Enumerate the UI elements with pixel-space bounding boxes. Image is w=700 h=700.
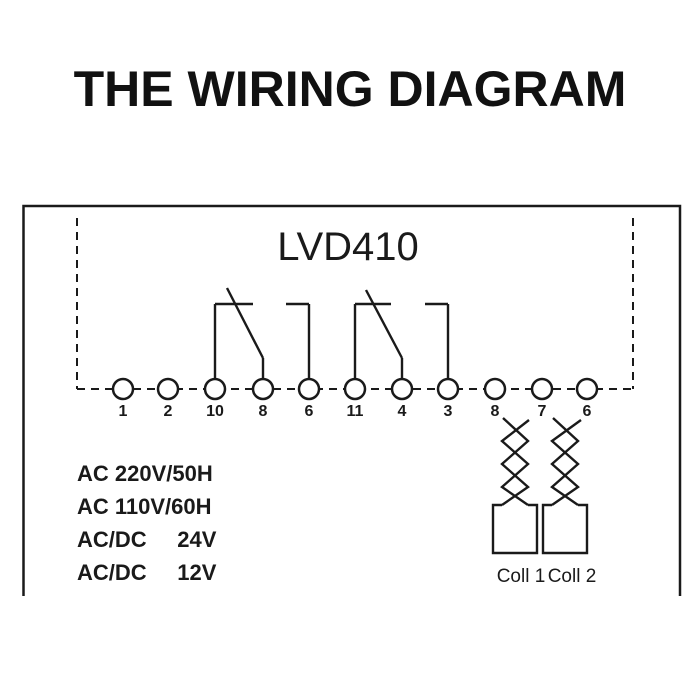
terminal-label: 2 bbox=[164, 403, 173, 420]
terminal-circle-11 bbox=[343, 377, 367, 401]
terminal-circle-1 bbox=[111, 377, 135, 401]
terminal-circle-10 bbox=[203, 377, 227, 401]
coil2-box bbox=[541, 503, 589, 555]
coil1-winding-a bbox=[500, 417, 530, 506]
terminal-circle-coil-7 bbox=[530, 377, 554, 401]
coil-2-symbol bbox=[541, 417, 589, 555]
terminal-circle-coil-8 bbox=[483, 377, 507, 401]
power-option-24v: AC/DC 24V bbox=[77, 527, 217, 552]
relay-contact-1 bbox=[213, 287, 311, 379]
terminal-circle-coil-6 bbox=[575, 377, 599, 401]
coil1-box bbox=[491, 503, 539, 555]
terminal-label: 8 bbox=[491, 403, 500, 420]
terminal-circle-3 bbox=[436, 377, 460, 401]
power-options-list: AC 220V/50H AC 110V/60H AC/DC 24V AC/DC … bbox=[77, 461, 217, 585]
terminal-circle-2 bbox=[156, 377, 180, 401]
terminal-label: 8 bbox=[259, 403, 268, 420]
power-option-220v: AC 220V/50H bbox=[77, 461, 213, 486]
terminal-label: 11 bbox=[347, 403, 364, 420]
coil2-winding-b bbox=[550, 419, 582, 506]
power-option-110v: AC 110V/60H bbox=[77, 494, 212, 519]
terminal-circle-4 bbox=[390, 377, 414, 401]
relay-contact-2 bbox=[353, 289, 450, 379]
coil2-label: Coll 2 bbox=[548, 566, 597, 587]
diagram-outer-border bbox=[22, 204, 682, 596]
terminal-numbers: 1 2 10 8 6 11 4 3 8 7 6 bbox=[119, 403, 592, 420]
coil1-label: Coll 1 bbox=[497, 566, 546, 587]
terminal-label: 10 bbox=[206, 403, 224, 420]
terminal-label: 6 bbox=[583, 403, 592, 420]
page-title: THE WIRING DIAGRAM bbox=[73, 61, 627, 117]
contact2-lever bbox=[364, 289, 404, 359]
terminal-label: 1 bbox=[119, 403, 128, 420]
terminal-label: 6 bbox=[305, 403, 314, 420]
coil1-winding-b bbox=[500, 419, 530, 506]
coil2-winding-a bbox=[550, 417, 580, 506]
power-option-12v: AC/DC 12V bbox=[77, 560, 217, 585]
coil-1-symbol bbox=[491, 417, 539, 555]
terminal-label: 7 bbox=[538, 403, 547, 420]
contact1-lever bbox=[225, 287, 265, 359]
terminal-circle-6 bbox=[297, 377, 321, 401]
terminal-row bbox=[111, 377, 599, 401]
device-model-label: LVD410 bbox=[277, 225, 419, 269]
terminal-label: 3 bbox=[444, 403, 453, 420]
terminal-label: 4 bbox=[398, 403, 407, 420]
terminal-circle-8 bbox=[251, 377, 275, 401]
